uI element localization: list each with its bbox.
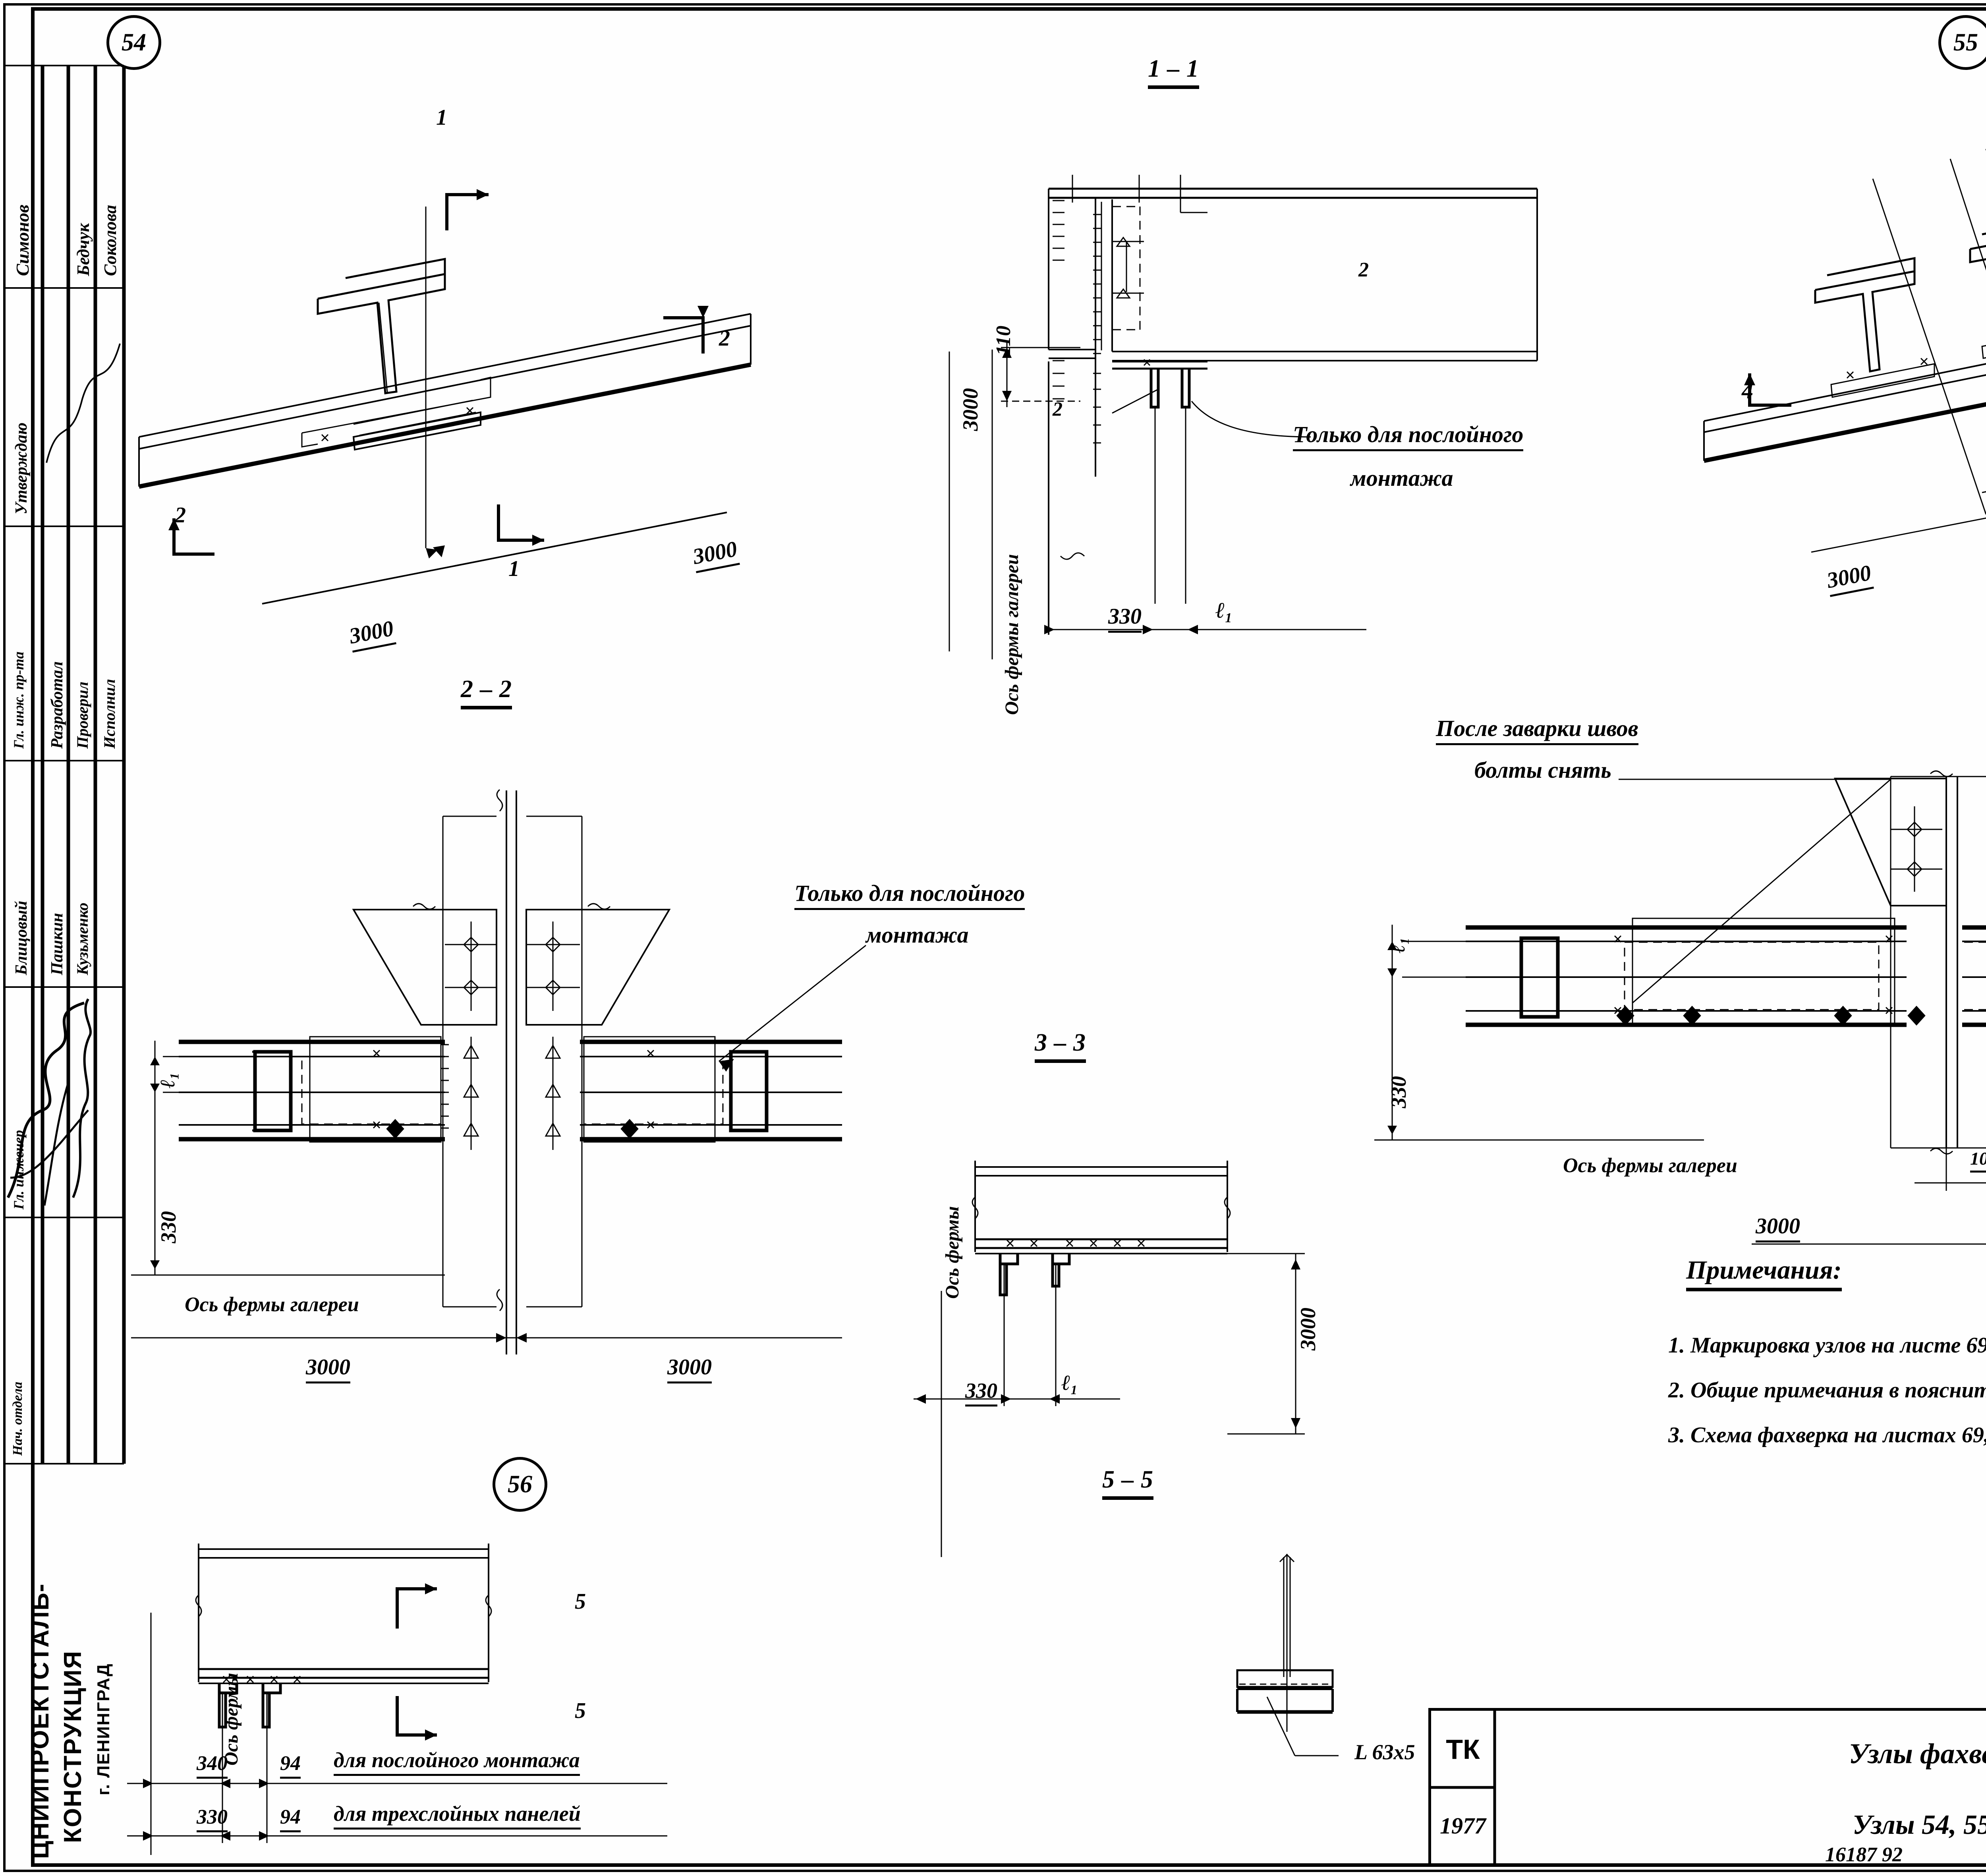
- sig-name-bedchuk: Бедчук: [73, 223, 93, 276]
- title-block-title-line2: Узлы 54, 55, 56: [1852, 1810, 1986, 1840]
- label-angle-63x5: L 63х5: [1354, 1740, 1415, 1764]
- dim-4-4-10-left: 10: [1970, 1148, 1986, 1173]
- sheet-frame-inner: [31, 7, 1986, 1867]
- title-block: ТК 1977 Узлы фахверка Узлы 54, 55, 56 СЕ…: [1428, 1708, 1986, 1867]
- sig-name-sokolova: Соколова: [100, 205, 120, 276]
- node-56-number: 56: [508, 1470, 532, 1498]
- dim-1-1-3000: 3000: [958, 388, 982, 431]
- title-block-code-cell: ТК: [1431, 1711, 1495, 1787]
- section-3-3-drawing: [914, 1161, 1305, 1557]
- section-mark-2-right: 2: [719, 326, 730, 351]
- dim-4-4-l1: ℓ₁: [1387, 937, 1409, 953]
- section-mark-1-bottom: 1: [508, 556, 520, 581]
- node-54-drawing: [138, 189, 752, 605]
- axis-label-truss-3: Ось фермы: [942, 1206, 963, 1299]
- section-1-1-drawing: [949, 175, 1538, 659]
- sig-role-1: Утверждаю: [12, 422, 31, 514]
- section-mark-4-left: 4: [1742, 378, 1753, 404]
- bottom-code: 16187 92: [1825, 1843, 1903, 1866]
- section-title-2-2: 2 – 2: [461, 675, 512, 709]
- dim-2-2-3000-left: 3000: [306, 1354, 350, 1383]
- title-block-year: 1977: [1440, 1813, 1486, 1839]
- org-name-line1: ЦНИИПРОЕКТСТАЛЬ-: [27, 1583, 54, 1859]
- node-55-drawing: [1703, 149, 1986, 553]
- note-only-layered-2-line2: монтажа: [866, 922, 969, 948]
- section-4-4-drawing: [1374, 770, 1986, 1245]
- note-only-layered-1-line2: монтажа: [1350, 465, 1453, 491]
- axis-label-truss-gallery-1: Ось фермы галереи: [1001, 554, 1022, 715]
- org-name-line2: КОНСТРУКЦИЯ: [59, 1650, 87, 1843]
- sig-name-kuzmenko: Кузьменко: [73, 902, 91, 975]
- section-title-1-1: 1 – 1: [1148, 55, 1199, 89]
- label-for-layered-mount: для послойного монтажа: [334, 1748, 580, 1776]
- node-marker-55: 55: [1938, 15, 1986, 70]
- dim-2-2-l1: ℓ₁: [156, 1072, 179, 1088]
- dim-56-340: 340: [197, 1752, 228, 1779]
- sig-role-5: Нач. отдела: [10, 1381, 25, 1456]
- signature-table-grid: [4, 65, 126, 1464]
- title-block-title2-cell: Узлы 54, 55, 56: [1495, 1789, 1986, 1861]
- sig-role-3: Блицовый: [12, 900, 31, 975]
- section-5-5-drawing: [1236, 1554, 1339, 1756]
- section-title-5-5: 5 – 5: [1102, 1466, 1153, 1500]
- dim-4-4-3000-left: 3000: [1756, 1213, 1800, 1242]
- node-54-number: 54: [122, 29, 146, 56]
- title-block-title1-cell: Узлы фахверка: [1495, 1718, 1986, 1789]
- title-block-grid: [1431, 1711, 1496, 1864]
- dim-3-3-3000: 3000: [1296, 1308, 1320, 1350]
- sig-role-4: Гл. инженер: [11, 1130, 27, 1209]
- node-marker-54: 54: [106, 15, 161, 70]
- note-only-layered-2-line1: Только для послойного: [794, 880, 1025, 910]
- node-56-drawing: [127, 1544, 667, 1855]
- note-after-weld-line2: болты снять: [1474, 757, 1611, 783]
- axis-label-truss-gallery-4: Ось фермы галереи: [1563, 1154, 1737, 1177]
- section-mark-5-top: 5: [575, 1589, 586, 1614]
- node-marker-56: 56: [493, 1457, 547, 1512]
- sig-role-0: Симонов: [12, 205, 33, 276]
- note-after-weld-line1: После заварки швов: [1436, 715, 1638, 745]
- signature-table: Симонов Утверждаю Гл. инж. пр-та Блицовы…: [4, 65, 126, 1464]
- sig-role-2: Гл. инж. пр-та: [11, 651, 27, 749]
- dim-56-330: 330: [197, 1805, 228, 1832]
- section-2-2-drawing: [131, 789, 866, 1354]
- section-mark-1-top: 1: [436, 105, 447, 130]
- note-item-2: 2. Общие примечания в пояснительной запи…: [1668, 1378, 1986, 1403]
- notes-heading: Примечания:: [1686, 1255, 1842, 1291]
- section-mark-5-bottom: 5: [575, 1698, 586, 1723]
- dim-2-2-3000-right: 3000: [667, 1354, 712, 1383]
- section-mark-2-mid2: 2: [1053, 398, 1063, 420]
- title-block-year-cell: 1977: [1431, 1787, 1495, 1864]
- note-item-3: 3. Схема фахверка на листах 69, 70.: [1668, 1423, 1986, 1447]
- title-block-code: ТК: [1446, 1733, 1480, 1765]
- label-for-sandwich-panels: для трехслойных панелей: [334, 1801, 581, 1830]
- note-item-1: 1. Маркировка узлов на листе 69.: [1668, 1333, 1986, 1358]
- sig-name-proveril: Проверил: [73, 681, 91, 749]
- node-55-number: 55: [1953, 29, 1978, 56]
- org-city: г. ЛЕНИНГРАД: [94, 1663, 113, 1795]
- section-title-3-3: 3 – 3: [1035, 1029, 1086, 1063]
- axis-label-truss-gallery-2: Ось фермы галереи: [185, 1293, 359, 1316]
- note-only-layered-1-line1: Только для послойного: [1293, 421, 1524, 451]
- dim-3-3-l1: ℓ₁: [1061, 1371, 1078, 1395]
- sig-name-ispolnil: Исполнил: [100, 679, 118, 749]
- dim-56-94a: 94: [280, 1752, 301, 1779]
- dim-4-4-330: 330: [1387, 1076, 1410, 1108]
- section-mark-2-left: 2: [175, 503, 186, 527]
- dim-2-2-330: 330: [156, 1211, 180, 1243]
- dim-1-1-330: 330: [1108, 604, 1142, 633]
- sig-name-razrab: Разработал: [48, 661, 66, 749]
- dim-110: 110: [992, 325, 1015, 355]
- sig-name-pashkin: Пашкин: [48, 913, 66, 975]
- section-mark-2-mid: 2: [1358, 259, 1369, 281]
- title-block-title-line1: Узлы фахверка: [1849, 1737, 1986, 1770]
- dim-3-3-330: 330: [965, 1378, 997, 1407]
- organization-block: ЦНИИПРОЕКТСТАЛЬ- КОНСТРУКЦИЯ г. ЛЕНИНГРА…: [0, 1470, 127, 1867]
- dim-56-94b: 94: [280, 1805, 301, 1832]
- dim-1-1-l1: ℓ₁: [1215, 598, 1233, 623]
